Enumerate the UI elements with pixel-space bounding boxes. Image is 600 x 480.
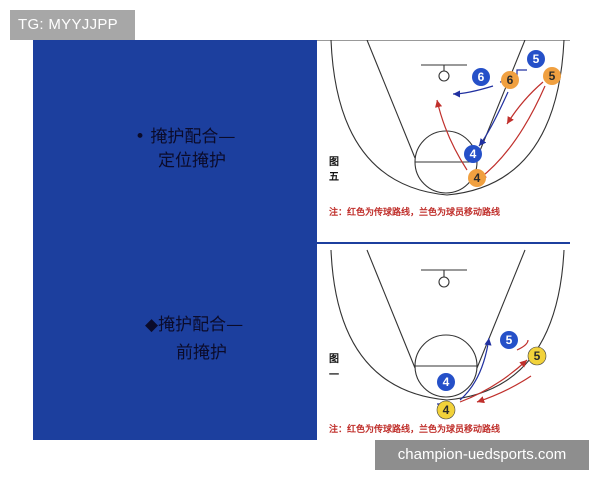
svg-text:4: 4	[443, 403, 450, 417]
bottom-court	[330, 249, 565, 401]
three-point-arc-bottom	[330, 249, 565, 401]
panel-title-line-4: 前掩护	[176, 343, 227, 363]
svg-text:5: 5	[506, 333, 513, 347]
player-blue-4-bottom: 4	[437, 373, 455, 391]
move-path-4-up	[459, 337, 492, 401]
player-orange-4-top: 4	[468, 169, 486, 187]
title-line-3: 掩护配合—	[158, 315, 244, 335]
pass-path-5-hook	[516, 339, 529, 351]
pass-path-4-to-5	[459, 359, 528, 403]
panel-title-line-1: • 掩护配合—	[135, 126, 235, 148]
svg-text:4: 4	[470, 147, 477, 161]
player-blue-5-bottom: 5	[500, 331, 518, 349]
move-path-6	[452, 85, 494, 98]
bottom-note: 注：红色为传球路线，兰色为球员移动路线	[329, 423, 500, 435]
channel-tag-text: TG: MYYJJPP	[18, 16, 118, 33]
player-blue-6-top: 6	[472, 68, 490, 86]
top-note: 注：红色为传球路线，兰色为球员移动路线	[329, 206, 500, 218]
svg-text:5: 5	[534, 349, 541, 363]
svg-text:图: 图	[329, 353, 339, 365]
title-line-1: 掩护配合—	[150, 127, 236, 147]
player-blue-5-top: 5	[527, 50, 545, 68]
player-blue-4-top: 4	[464, 145, 482, 163]
pass-path-5-to-4	[478, 85, 546, 180]
bullet-diamond: ◆	[145, 315, 159, 335]
basket-rim-bottom	[438, 276, 450, 288]
pass-path-5-short	[506, 81, 544, 125]
lane-line-left	[366, 40, 416, 159]
svg-text:4: 4	[443, 375, 450, 389]
bottom-paths	[437, 337, 532, 405]
lane-line-left-bottom	[366, 249, 416, 369]
top-players: 5 6 6 5 4 4	[464, 50, 561, 187]
court-diagrams: 5 6 6 5 4 4 图 五	[317, 40, 570, 440]
player-yellow-4-bottom: 4	[436, 400, 456, 420]
svg-text:4: 4	[474, 171, 481, 185]
site-watermark-text: champion-uedsports.com	[397, 446, 567, 463]
player-orange-5-top: 5	[543, 67, 561, 85]
svg-text:5: 5	[549, 69, 556, 83]
title-panel	[33, 40, 317, 440]
top-figure-label: 图 五	[329, 156, 339, 183]
lane-line-right-bottom	[476, 249, 526, 369]
court-diagram-svg: 5 6 6 5 4 4 图 五	[317, 40, 570, 435]
site-watermark: champion-uedsports.com	[375, 440, 589, 470]
player-orange-6-top: 6	[501, 71, 519, 89]
move-path-screen	[478, 91, 509, 147]
three-point-arc	[330, 40, 565, 196]
pass-path-4-up	[435, 99, 468, 171]
svg-text:6: 6	[478, 70, 485, 84]
pass-path-5-back	[476, 375, 532, 404]
bottom-players: 5 5 4 4	[436, 331, 547, 420]
panel-title-line-3: ◆掩护配合—	[145, 314, 243, 336]
svg-text:图: 图	[329, 156, 339, 168]
svg-text:5: 5	[533, 52, 540, 66]
svg-text:一: 一	[329, 370, 339, 381]
basket-rim	[438, 70, 450, 82]
lane-line-right	[476, 40, 526, 159]
bottom-figure-label: 图 一	[329, 353, 339, 381]
player-yellow-5-bottom: 5	[527, 346, 547, 366]
svg-text:五: 五	[329, 171, 339, 183]
bullet-dot: •	[135, 127, 146, 147]
channel-tag: TG: MYYJJPP	[10, 10, 135, 40]
top-court	[317, 40, 570, 196]
panel-title-line-2: 定位掩护	[158, 151, 226, 171]
svg-text:6: 6	[507, 73, 514, 87]
